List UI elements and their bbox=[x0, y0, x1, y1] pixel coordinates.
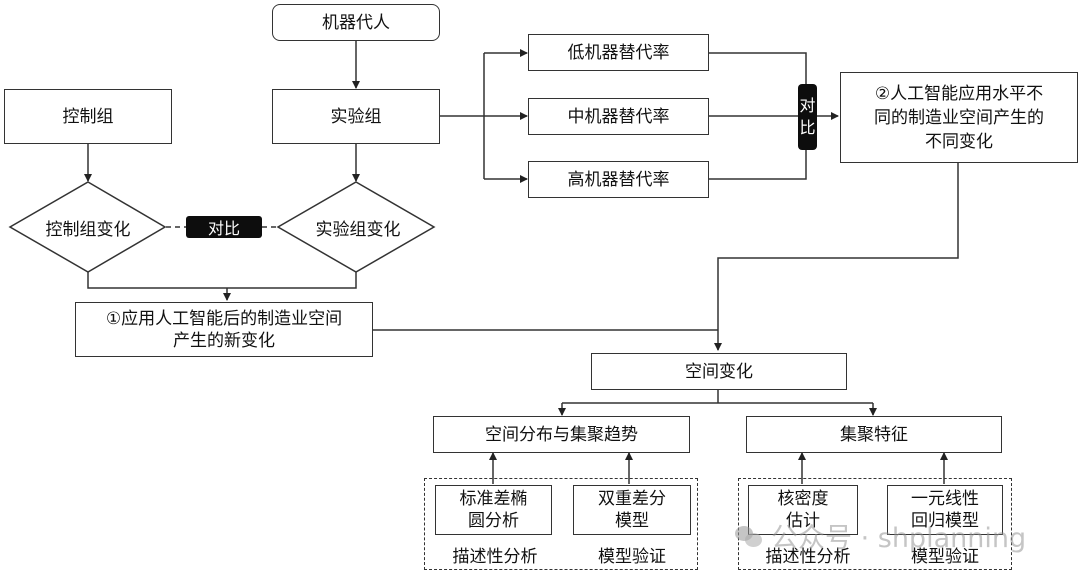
result-1-line-2: 产生的新变化 bbox=[173, 330, 275, 351]
right-descriptive-caption: 描述性分析 bbox=[765, 547, 851, 567]
control-group-label: 控制组 bbox=[62, 106, 114, 127]
result-1-node: ①应用人工智能后的制造业空间 产生的新变化 bbox=[75, 302, 373, 357]
right-model-caption: 模型验证 bbox=[911, 547, 979, 567]
result2-down bbox=[714, 163, 959, 351]
did-line-2: 模型 bbox=[615, 511, 649, 531]
control-group-node: 控制组 bbox=[4, 89, 172, 144]
experiment-group-node: 实验组 bbox=[272, 89, 440, 144]
did-line-1: 双重差分 bbox=[598, 489, 666, 509]
experiment-group-label: 实验组 bbox=[330, 106, 382, 127]
compare-tag-right-char1: 对 bbox=[799, 96, 816, 115]
high-to-compare bbox=[709, 148, 807, 180]
compare-tag-right: 对 比 bbox=[798, 84, 817, 150]
join-diamonds bbox=[87, 272, 357, 289]
experiment-change-label: 实验组变化 bbox=[315, 220, 401, 240]
kde-line-1: 核密度 bbox=[777, 489, 829, 509]
sde-method-node: 标准差椭 圆分析 bbox=[435, 485, 552, 535]
agglomeration-node: 集聚特征 bbox=[746, 416, 1002, 453]
high-substitution-rate-node: 高机器替代率 bbox=[528, 161, 709, 198]
high-rate-label: 高机器替代率 bbox=[567, 169, 670, 190]
distribution-trend-node: 空间分布与集聚趋势 bbox=[433, 416, 690, 453]
distribution-trend-label: 空间分布与集聚趋势 bbox=[485, 424, 638, 445]
result-2-line-3: 不同变化 bbox=[925, 131, 993, 152]
spatial-change-label: 空间变化 bbox=[685, 361, 753, 382]
compare-tag-left: 对比 bbox=[186, 216, 262, 238]
sde-line-2: 圆分析 bbox=[468, 511, 519, 531]
mid-substitution-rate-node: 中机器替代率 bbox=[528, 98, 709, 135]
watermark: 公众号 · shplanning bbox=[735, 516, 1026, 555]
robot-substitution-label: 机器代人 bbox=[322, 12, 390, 33]
ols-line-2: 回归模型 bbox=[911, 511, 979, 531]
right-methods-group bbox=[738, 478, 1012, 570]
low-rate-label: 低机器替代率 bbox=[567, 42, 670, 63]
ols-method-node: 一元线性 回归模型 bbox=[887, 485, 1003, 535]
wechat-icon bbox=[735, 524, 763, 548]
left-model-caption: 模型验证 bbox=[598, 547, 666, 567]
sde-line-1: 标准差椭 bbox=[459, 489, 528, 509]
did-method-node: 双重差分 模型 bbox=[573, 485, 691, 535]
compare-tag-right-char2: 比 bbox=[799, 118, 816, 137]
low-to-compare bbox=[709, 52, 807, 86]
spatial-change-node: 空间变化 bbox=[591, 353, 847, 390]
left-methods-group bbox=[424, 478, 698, 570]
robot-substitution-node: 机器代人 bbox=[272, 4, 440, 41]
compare-tag-left-label: 对比 bbox=[207, 219, 240, 238]
mid-rate-label: 中机器替代率 bbox=[567, 106, 670, 127]
ols-line-1: 一元线性 bbox=[911, 489, 979, 509]
left-descriptive-caption: 描述性分析 bbox=[452, 547, 538, 567]
kde-line-2: 估计 bbox=[786, 511, 820, 531]
result-1-line-1: ①应用人工智能后的制造业空间 bbox=[105, 308, 343, 329]
kde-method-node: 核密度 估计 bbox=[748, 485, 858, 535]
result-2-node: ②人工智能应用水平不 同的制造业空间产生的 不同变化 bbox=[840, 72, 1078, 163]
result-2-line-1: ②人工智能应用水平不 bbox=[874, 83, 1044, 104]
control-change-label: 控制组变化 bbox=[45, 220, 131, 240]
agglomeration-label: 集聚特征 bbox=[840, 424, 908, 445]
result-2-line-2: 同的制造业空间产生的 bbox=[874, 107, 1044, 128]
watermark-text: 公众号 · shplanning bbox=[771, 523, 1027, 554]
low-substitution-rate-node: 低机器替代率 bbox=[528, 34, 709, 71]
